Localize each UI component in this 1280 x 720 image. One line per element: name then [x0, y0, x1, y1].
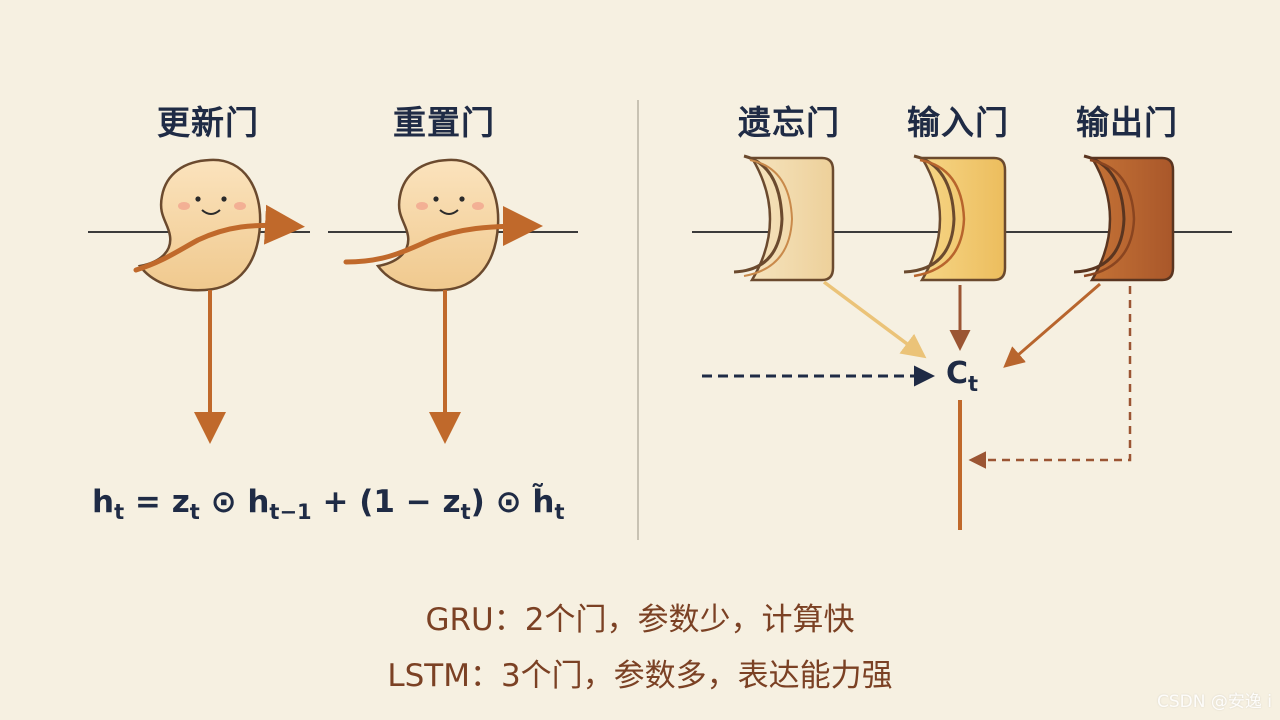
cell-state-label: Ct [946, 356, 978, 396]
formula-odot: ⊙ [199, 484, 248, 520]
cell-state-c: C [946, 356, 969, 391]
reset-gate-label: 重置门 [393, 103, 495, 142]
output-gate-shape [1073, 154, 1175, 282]
update-gate-label: 更新门 [157, 103, 259, 142]
cell-state-sub-t: t [968, 372, 979, 396]
input-gate-shape [903, 154, 1007, 282]
formula-sub-t-minus-1: t−1 [269, 500, 312, 524]
gru-panel [88, 158, 578, 444]
gru-update-formula: ht = zt ⊙ ht−1 + (1 − zt) ⊙ h̃t [92, 484, 564, 524]
forget-gate-shape [733, 154, 835, 282]
forget-arrow [822, 280, 927, 359]
formula-sub-t: t [189, 500, 200, 524]
output-arrow [1003, 282, 1101, 368]
formula-h-tilde: h̃ [532, 484, 555, 520]
gru-summary-line: GRU：2个门，参数少，计算快 [425, 602, 855, 638]
formula-z: z [442, 484, 461, 520]
formula-sub-t: t [554, 500, 565, 524]
reset-gate-character [343, 158, 543, 444]
update-gate-character [133, 158, 305, 444]
output-gate-dashed-path [968, 286, 1132, 469]
formula-sub-t: t [460, 500, 471, 524]
formula-h: h [92, 484, 115, 520]
lstm-panel [692, 154, 1232, 530]
formula-equals: = [124, 484, 172, 520]
forget-gate-label: 遗忘门 [738, 103, 840, 142]
formula-z: z [171, 484, 190, 520]
formula-sub-t: t [114, 500, 125, 524]
output-gate-label: 输出门 [1076, 103, 1178, 142]
formula-close: ) ⊙ [470, 484, 533, 520]
watermark: CSDN @安逸 i [1157, 692, 1272, 712]
formula-h: h [247, 484, 270, 520]
formula-plus: + (1 − [311, 484, 443, 520]
lstm-summary-line: LSTM：3个门，参数多，表达能力强 [387, 658, 893, 694]
input-gate-label: 输入门 [907, 103, 1009, 142]
